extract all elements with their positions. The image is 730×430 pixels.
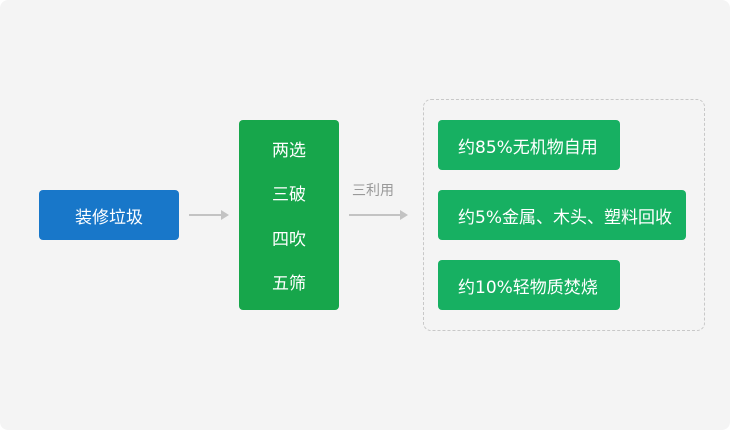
arrow-head bbox=[221, 210, 229, 220]
outcome-box: 约85%无机物自用 bbox=[438, 120, 620, 170]
arrow-shaft bbox=[189, 214, 222, 216]
connector-label: 三利用 bbox=[352, 183, 394, 199]
outcome-label: 约85%无机物自用 bbox=[458, 137, 598, 158]
process-step: 三破 bbox=[272, 185, 306, 206]
source-box: 装修垃圾 bbox=[39, 190, 179, 240]
arrow-shaft bbox=[349, 214, 401, 216]
outcome-box: 约5%金属、木头、塑料回收 bbox=[438, 190, 686, 240]
outcome-label: 约10%轻物质焚烧 bbox=[458, 277, 598, 298]
outcome-box: 约10%轻物质焚烧 bbox=[438, 260, 620, 310]
arrow-source-to-process bbox=[189, 208, 229, 222]
process-box: 两选 三破 四吹 五筛 bbox=[239, 120, 339, 310]
arrow-process-to-outcomes bbox=[349, 208, 408, 222]
source-label: 装修垃圾 bbox=[75, 207, 143, 228]
process-step: 四吹 bbox=[272, 229, 306, 250]
arrow-head bbox=[400, 210, 408, 220]
outcome-label: 约5%金属、木头、塑料回收 bbox=[458, 207, 672, 228]
outcomes-group bbox=[423, 99, 705, 331]
process-step: 两选 bbox=[272, 140, 306, 161]
process-step: 五筛 bbox=[272, 274, 306, 295]
